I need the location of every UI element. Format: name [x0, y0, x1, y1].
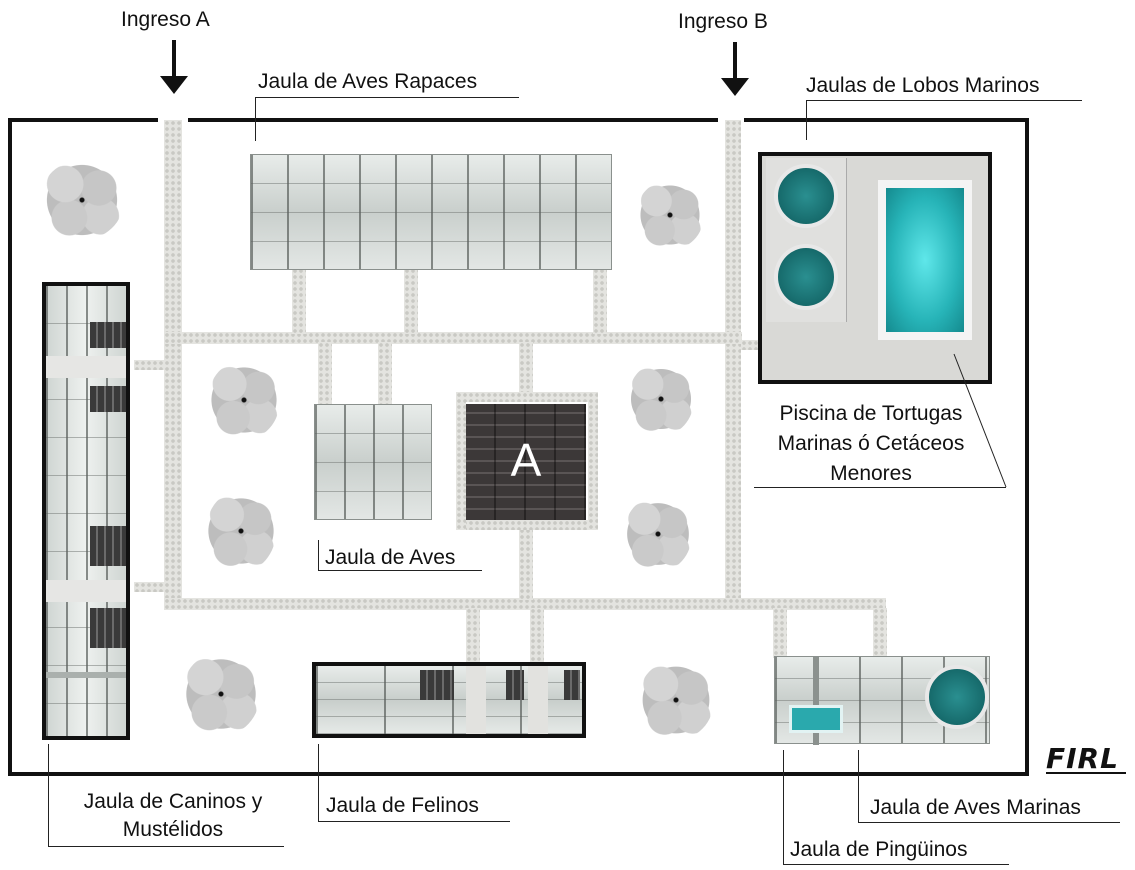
tree-icon	[208, 360, 280, 440]
sea-lion-pool-2	[774, 244, 838, 310]
bird-cage	[314, 404, 432, 520]
sea-lion-label: Jaulas de Lobos Marinos	[806, 74, 1040, 97]
penguin-seabird-cage	[774, 656, 990, 745]
tree-icon	[638, 660, 714, 740]
tree-icon	[206, 490, 276, 572]
turtle-pool-label-2: Marinas ó Cetáceos	[777, 432, 965, 455]
turtle-pool-label-3: Menores	[830, 462, 912, 485]
tree-icon	[628, 362, 694, 436]
turtle-pool	[878, 180, 972, 340]
entrance-b-arrow-icon	[721, 42, 749, 96]
entrance-a-label: Ingreso A	[121, 8, 210, 31]
tree-icon	[40, 160, 124, 240]
signature-text: FIRL	[1046, 742, 1119, 775]
entrance-b-label: Ingreso B	[678, 10, 768, 33]
tree-icon	[624, 496, 692, 572]
turtle-pool-leader-line	[953, 353, 1007, 488]
raptor-cage	[250, 154, 612, 270]
canine-cage-label-2: Mustélidos	[122, 818, 224, 841]
canine-cage-label-1: Jaula de Caninos y	[83, 790, 263, 813]
tree-icon	[636, 180, 704, 250]
sea-lion-enclosure	[758, 152, 992, 384]
turtle-pool-label-1: Piscina de Tortugas	[779, 402, 963, 425]
sea-lion-pool-1	[774, 164, 838, 228]
seabird-pool	[925, 665, 989, 729]
raptor-cage-label: Jaula de Aves Rapaces	[258, 70, 478, 93]
seabird-cage-label: Jaula de Aves Marinas	[870, 796, 1081, 819]
penguin-pool	[789, 705, 843, 733]
penguin-cage-label: Jaula de Pingüinos	[790, 838, 968, 861]
feline-cage	[312, 662, 586, 738]
central-building-label: A	[510, 434, 542, 486]
tree-icon	[182, 652, 260, 736]
entrance-a-arrow-icon	[160, 40, 188, 94]
central-building-a: A	[466, 404, 586, 520]
bird-cage-label: Jaula de Aves	[325, 546, 456, 569]
canine-cage	[42, 282, 130, 740]
signature-logo: FIRL	[1046, 742, 1119, 775]
feline-cage-label: Jaula de Felinos	[326, 794, 479, 817]
